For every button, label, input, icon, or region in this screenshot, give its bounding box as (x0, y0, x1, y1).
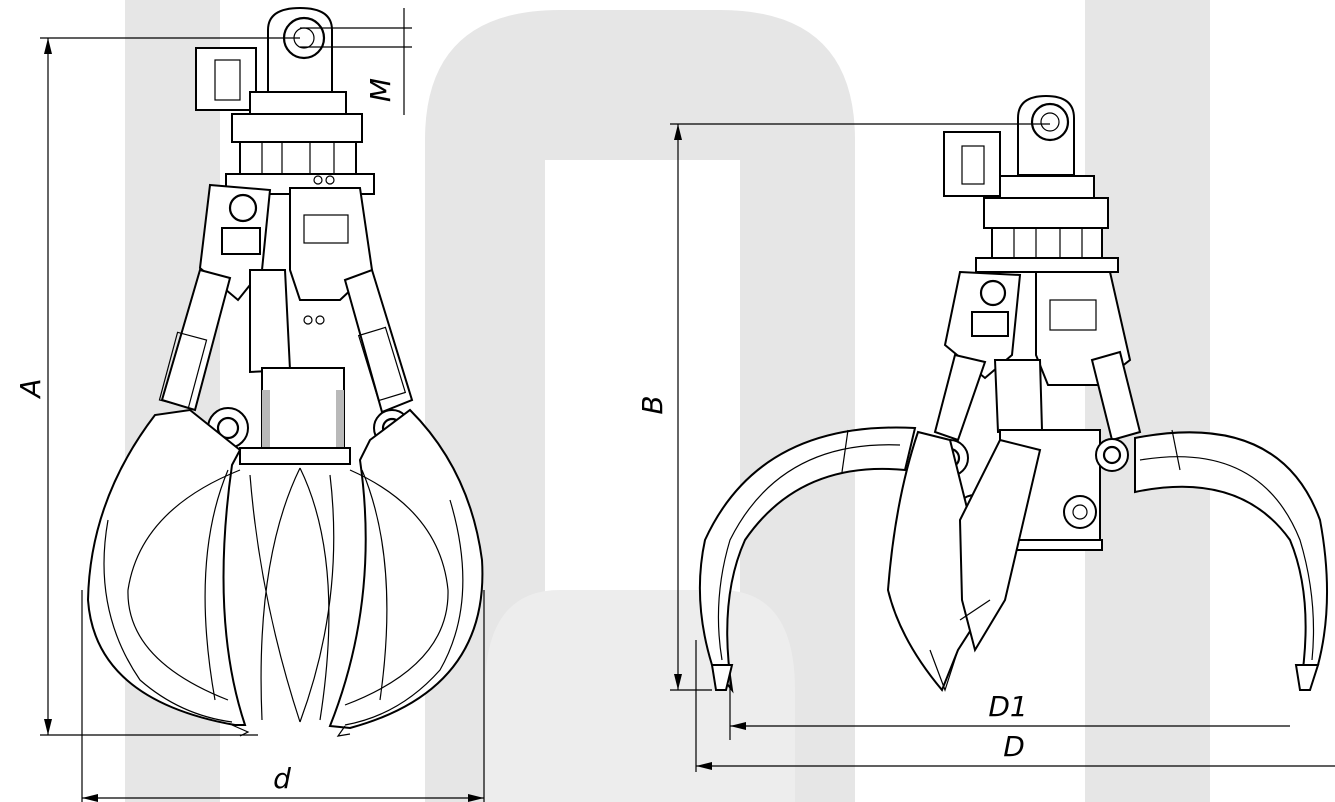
dim-label-d1: D1 (988, 690, 1027, 723)
dim-label-d-small: d (273, 762, 291, 795)
dim-label-d-large: D (1003, 730, 1025, 763)
dim-label-b: B (636, 395, 669, 414)
dim-label-m: M (364, 78, 397, 102)
watermark (125, 0, 1210, 802)
closed-grapple-drawing (86, 6, 484, 737)
dimension-lines-left (40, 8, 485, 802)
open-grapple-drawing (698, 94, 1329, 694)
dim-label-a: A (14, 378, 47, 399)
dimension-lines-right (670, 123, 1335, 772)
